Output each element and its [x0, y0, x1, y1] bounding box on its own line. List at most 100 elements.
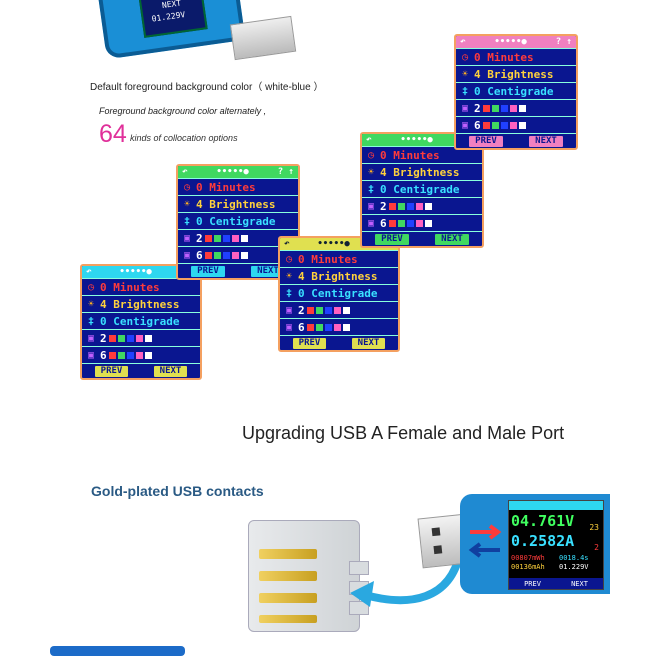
voltage-readout: 04.761V: [511, 512, 575, 530]
sun-icon: ☀: [285, 270, 293, 282]
caption-count-suffix: kinds of collocation options: [130, 133, 238, 143]
menu-panel: ↶•••••●? ↑◷0 Minutes☀4 Brightness‡0 Cent…: [454, 34, 578, 150]
back-arrow-icon[interactable]: ↶: [284, 239, 290, 249]
gold-contact-pin: [259, 593, 317, 603]
prev-button[interactable]: PREV: [524, 579, 541, 588]
color-swatch: [482, 104, 490, 112]
usb-plug-top: [229, 15, 297, 61]
gold-contact-pin: [259, 615, 317, 623]
prev-button[interactable]: PREV: [292, 337, 327, 349]
next-button[interactable]: NEXT: [153, 365, 188, 377]
menu-row[interactable]: ☀4 Brightness: [178, 195, 298, 212]
menu-row[interactable]: ▣2: [82, 329, 200, 346]
pointer-arrow-icon: [350, 549, 464, 607]
color-swatch: [397, 202, 405, 210]
menu-row[interactable]: ◷ 0 Minutes: [178, 178, 298, 195]
gold-contacts-label: Gold-plated USB contacts: [91, 483, 264, 499]
thermometer-icon: ‡: [285, 287, 293, 299]
next-button[interactable]: NEXT: [351, 337, 386, 349]
color-swatch: [424, 219, 432, 227]
color-swatch: [388, 202, 396, 210]
back-arrow-icon[interactable]: ↶: [86, 267, 92, 277]
menu-row[interactable]: ◷0 Minutes: [82, 278, 200, 295]
menu-row[interactable]: ☀4 Brightness: [280, 267, 398, 284]
menu-row[interactable]: ▣2: [456, 99, 576, 116]
menu-row[interactable]: ☀ 4 Brightness: [362, 163, 482, 180]
panel-buttons: PREV NEXT: [82, 363, 200, 378]
color-swatch: [108, 334, 116, 342]
prev-button[interactable]: PREV: [469, 135, 503, 147]
layers-icon: ▣: [183, 232, 191, 244]
progress-dots-icon: •••••●: [216, 167, 249, 177]
menu-row-value: 4 Brightness: [380, 165, 460, 179]
color-swatch: [324, 323, 332, 331]
menu-row[interactable]: ☀4 Brightness: [456, 65, 576, 82]
back-arrow-icon[interactable]: ↶: [182, 167, 188, 177]
next-button[interactable]: NEXT: [251, 265, 285, 277]
usb-meter-device-top: 01.229V NEXT: [94, 0, 246, 60]
color-swatch: [213, 234, 221, 242]
color-swatch: [482, 121, 490, 129]
prev-button[interactable]: PREV: [375, 233, 409, 245]
menu-row[interactable]: ‡ 0 Centigrade: [456, 82, 576, 99]
progress-dots-icon: •••••●: [119, 267, 152, 277]
menu-row-value: 0 Minutes: [298, 252, 358, 266]
color-swatch: [222, 251, 230, 259]
prev-button[interactable]: PREV: [94, 365, 129, 377]
menu-row[interactable]: ◷0 Minutes: [456, 48, 576, 65]
back-arrow-icon[interactable]: ↶: [366, 135, 372, 145]
timer-icon: ◷: [183, 181, 191, 193]
next-button[interactable]: NEXT: [529, 135, 563, 147]
usb-meter-device: 04.761V 23 0.2582A 2 00807mWh 0018.4s 00…: [460, 494, 610, 594]
menu-row[interactable]: ▣2: [178, 229, 298, 246]
progress-dots-icon: •••••●: [494, 37, 527, 47]
color-swatch: [518, 121, 526, 129]
thermometer-icon: ‡: [461, 85, 469, 97]
color-swatch: [491, 121, 499, 129]
menu-row-value: 0 Minutes: [380, 148, 440, 162]
color-swatch: [222, 234, 230, 242]
sun-icon: ☀: [367, 166, 375, 178]
menu-row-value: 0 Centigrade: [474, 84, 554, 98]
menu-row[interactable]: ◷0 Minutes: [362, 146, 482, 163]
menu-row[interactable]: ‡0 Centigrade: [82, 312, 200, 329]
color-swatch: [144, 334, 152, 342]
next-button[interactable]: NEXT: [435, 233, 469, 245]
menu-row-value: 0 Minutes: [196, 180, 256, 194]
menu-row[interactable]: ▣2: [362, 197, 482, 214]
menu-row[interactable]: ▣2: [280, 301, 398, 318]
menu-row[interactable]: ‡0 Centigrade: [178, 212, 298, 229]
layers-icon: ▣: [285, 321, 293, 333]
layers-icon: ▣: [367, 217, 375, 229]
caption-default-colors: Default foreground background color（ whi…: [90, 82, 324, 93]
color-swatch: [342, 306, 350, 314]
menu-row[interactable]: ‡0 Centigrade: [280, 284, 398, 301]
menu-row[interactable]: ‡0 Centigrade: [362, 180, 482, 197]
color-swatch: [144, 351, 152, 359]
display-header: [509, 501, 603, 510]
menu-row-value: 6: [474, 118, 481, 132]
prev-button[interactable]: PREV: [191, 265, 225, 277]
color-swatch: [117, 351, 125, 359]
next-button[interactable]: NEXT: [571, 579, 588, 588]
color-swatch: [509, 104, 517, 112]
menu-row[interactable]: ▣6: [280, 318, 398, 335]
layers-icon: ▣: [461, 119, 469, 131]
timer-icon: ◷: [461, 51, 469, 63]
menu-row[interactable]: ▣6: [178, 246, 298, 263]
color-swatch: [126, 351, 134, 359]
menu-row[interactable]: ◷ 0 Minutes: [280, 250, 398, 267]
caption-count: 64: [99, 120, 127, 148]
menu-row-value: 4 Brightness: [196, 197, 276, 211]
timer-icon: ◷: [285, 253, 293, 265]
menu-row[interactable]: ▣6: [362, 214, 482, 231]
menu-row[interactable]: ▣6: [456, 116, 576, 133]
menu-row-value: 6: [298, 320, 305, 334]
side-readout-mid: 2: [594, 543, 599, 552]
menu-row[interactable]: ☀4 Brightness: [82, 295, 200, 312]
back-arrow-icon[interactable]: ↶: [460, 37, 466, 47]
layers-icon: ▣: [285, 304, 293, 316]
menu-row[interactable]: ▣6: [82, 346, 200, 363]
color-swatch: [491, 104, 499, 112]
gold-contact-pin: [259, 549, 317, 559]
